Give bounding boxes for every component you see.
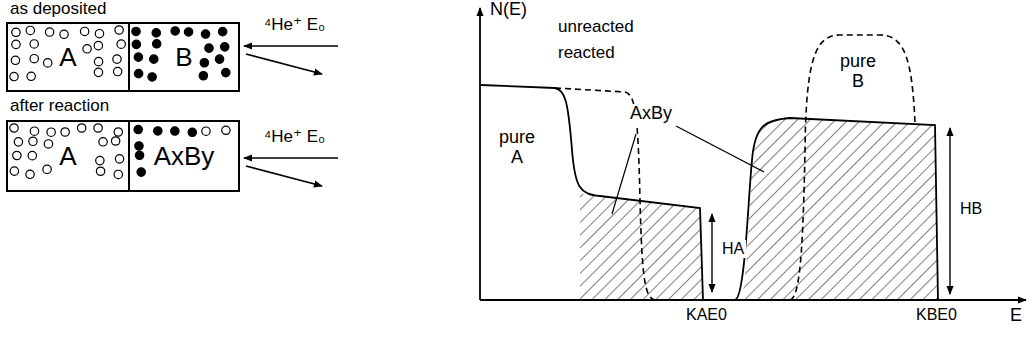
atom-dot (43, 165, 51, 173)
atom-dot (150, 55, 158, 63)
atom-dot (218, 27, 226, 35)
atom-dot (12, 40, 20, 48)
curve-note: reacted (556, 44, 617, 63)
atom-dot (26, 26, 34, 34)
atom-dot (10, 124, 18, 132)
state-title: after reaction (8, 97, 111, 116)
atom-dot (113, 67, 121, 75)
atom-dot (135, 151, 143, 159)
atom-dot (184, 28, 192, 36)
atom-dot (94, 57, 102, 65)
compound-layer: AxBy (128, 120, 240, 192)
axis-title: N(E) (488, 0, 529, 20)
atom-dot (43, 59, 51, 67)
atom-dot (115, 26, 123, 34)
atom-dot (135, 142, 143, 150)
atom-dot (29, 137, 37, 145)
atom-dot (205, 44, 213, 52)
atom-dot (154, 127, 162, 135)
atom-dot (114, 170, 122, 178)
ion-beam (244, 46, 338, 186)
atom-dot (201, 30, 209, 38)
atom-dot (113, 55, 121, 63)
atom-dot (171, 27, 179, 35)
atom-dot (61, 128, 69, 136)
atom-dot (148, 73, 156, 81)
atom-dot (94, 68, 102, 76)
atom-dot (199, 72, 207, 80)
region-label: pure B (833, 52, 883, 92)
atom-dot (12, 28, 20, 36)
atom-dot (134, 53, 142, 61)
atom-dot (26, 170, 34, 178)
atom-dot (10, 72, 18, 80)
height-label: HB (958, 200, 984, 218)
region-label: pure A (492, 128, 542, 168)
atom-dot (111, 137, 119, 145)
atom-dot (114, 128, 122, 136)
atom-dot (94, 41, 102, 49)
atom-dot (10, 167, 18, 175)
axis-title: E (1008, 306, 1024, 326)
atom-dot (45, 28, 53, 36)
curve-note: unreacted (556, 18, 636, 37)
atom-dot (47, 128, 55, 136)
atom-dot (137, 168, 145, 176)
layer-name: A (56, 43, 79, 72)
atom-dot (30, 127, 38, 135)
atom-dot (14, 138, 22, 146)
atom-dot (13, 151, 21, 159)
atom-dot (188, 128, 196, 136)
atom-dot (96, 167, 104, 175)
atom-dot (202, 127, 210, 135)
layer-name: B (172, 43, 195, 72)
atom-dot (117, 40, 125, 48)
atom-dot (221, 43, 229, 51)
height-label: HA (720, 240, 746, 258)
atom-dot (96, 156, 104, 164)
atom-dot (11, 56, 19, 64)
atom-dot (30, 54, 38, 62)
energy-label: KAE0 (684, 306, 729, 324)
ion-beam-label: ⁴He⁺ E₀ (262, 16, 327, 35)
atom-dot (222, 126, 230, 134)
atom-dot (134, 69, 142, 77)
atom-dot (30, 40, 38, 48)
atom-dot (28, 151, 36, 159)
atom-dot (152, 29, 160, 37)
layer-b: B (128, 22, 240, 92)
ion-beam-label: ⁴He⁺ E₀ (262, 128, 327, 147)
atom-dot (132, 27, 140, 35)
region-label: AxBy (628, 104, 674, 124)
atom-dot (94, 124, 102, 132)
atom-dot (215, 55, 223, 63)
atom-dot (200, 59, 208, 67)
layer-name: AxBy (151, 142, 218, 171)
atom-dot (60, 30, 68, 38)
spectrum-plot (480, 8, 1026, 300)
state-title: as deposited (8, 0, 108, 19)
atom-dot (80, 27, 88, 35)
atom-dot (95, 29, 103, 37)
atom-dot (153, 40, 161, 48)
atom-dot (77, 124, 85, 132)
atom-dot (99, 138, 107, 146)
energy-label: KBE0 (914, 306, 959, 324)
atom-dot (115, 155, 123, 163)
layer-a: A (6, 22, 130, 92)
atom-dot (134, 125, 142, 133)
atom-dot (222, 68, 230, 76)
atom-dot (171, 127, 179, 135)
atom-dot (83, 45, 91, 53)
atom-dot (132, 40, 140, 48)
layer-a: A (6, 120, 130, 192)
atom-dot (44, 140, 52, 148)
layer-name: A (56, 142, 79, 171)
atom-dot (27, 72, 35, 80)
